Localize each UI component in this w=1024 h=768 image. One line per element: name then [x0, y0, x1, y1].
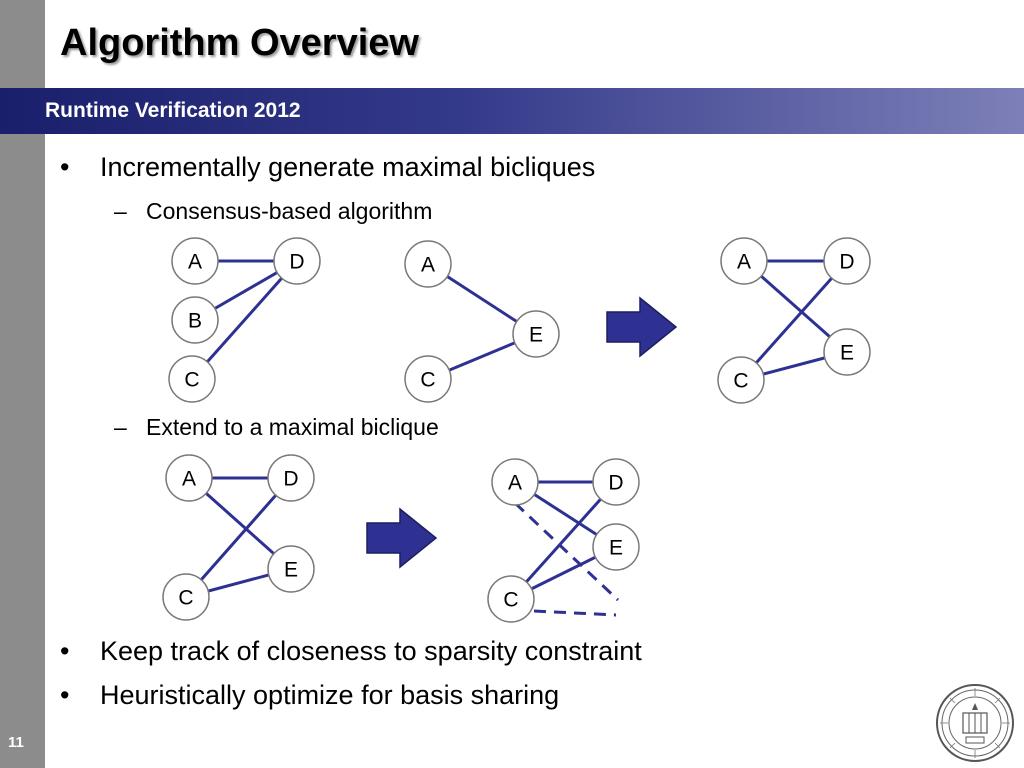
edge — [190, 260, 299, 380]
banner-text: Runtime Verification 2012 — [45, 99, 301, 122]
node-a-label: A — [508, 472, 522, 495]
node-e — [267, 545, 315, 593]
node-a — [720, 237, 768, 285]
node-a — [491, 458, 539, 506]
edge — [739, 260, 849, 381]
node-e-label: E — [609, 537, 623, 560]
graph-4-nodes — [162, 454, 315, 621]
node-d — [267, 454, 315, 502]
node-a — [404, 240, 452, 288]
node-c-label: C — [503, 589, 518, 612]
node-d-label: D — [608, 472, 623, 495]
edge — [509, 480, 618, 601]
bullet-2-text: Keep track of closeness to sparsity cons… — [100, 636, 642, 666]
node-c — [404, 355, 452, 403]
node-d-label: D — [283, 468, 298, 491]
node-a-label: A — [421, 254, 435, 277]
sub-bullet-marker: – — [114, 198, 127, 224]
node-a-label: A — [188, 251, 202, 274]
node-d-label: D — [839, 251, 854, 274]
bullet-3-text: Heuristically optimize for basis sharing — [100, 680, 560, 710]
sub-bullet-1-text: Consensus-based algorithm — [146, 198, 433, 224]
node-c — [162, 573, 210, 621]
right-arrow-icon — [366, 507, 438, 569]
bullet-marker: • — [60, 680, 70, 710]
node-b-label: B — [188, 310, 202, 333]
university-seal-logo — [936, 684, 1014, 762]
node-d — [823, 237, 871, 285]
graph-1-nodes — [168, 237, 321, 403]
bullet-1-text: Incrementally generate maximal bicliques — [100, 152, 596, 182]
edge — [184, 477, 293, 598]
bullet-marker: • — [60, 152, 70, 182]
node-c — [487, 575, 535, 623]
graph-3-nodes — [717, 237, 871, 404]
graph-2-nodes — [404, 240, 560, 403]
subtitle-banner: Runtime Verification 2012 — [0, 88, 1024, 134]
node-c — [168, 355, 216, 403]
node-d — [592, 458, 640, 506]
node-a — [165, 454, 213, 502]
node-c-label: C — [178, 587, 193, 610]
node-b — [171, 296, 219, 344]
node-a-label: A — [737, 251, 751, 274]
graph-5-nodes — [487, 458, 640, 623]
bullet-marker: • — [60, 636, 70, 666]
node-c — [717, 356, 765, 404]
node-e — [512, 310, 560, 358]
node-a — [171, 237, 219, 285]
node-e-label: E — [529, 324, 543, 347]
page-number: 11 — [8, 734, 24, 751]
node-e — [592, 523, 640, 571]
node-c-label: C — [733, 370, 748, 393]
node-a-label: A — [182, 468, 196, 491]
node-e-label: E — [284, 559, 298, 582]
right-arrow-icon — [606, 296, 678, 358]
sub-bullet-2-text: Extend to a maximal biclique — [146, 414, 439, 440]
sub-bullet-marker: – — [114, 414, 127, 440]
node-d-label: D — [289, 251, 304, 274]
node-e — [823, 328, 871, 376]
slide-title: Algorithm Overview — [60, 22, 419, 64]
node-d — [273, 237, 321, 285]
node-e-label: E — [840, 342, 854, 365]
node-c-label: C — [184, 369, 199, 392]
dashed-edge — [513, 501, 620, 602]
dashed-edge — [533, 609, 617, 617]
node-c-label: C — [420, 369, 435, 392]
